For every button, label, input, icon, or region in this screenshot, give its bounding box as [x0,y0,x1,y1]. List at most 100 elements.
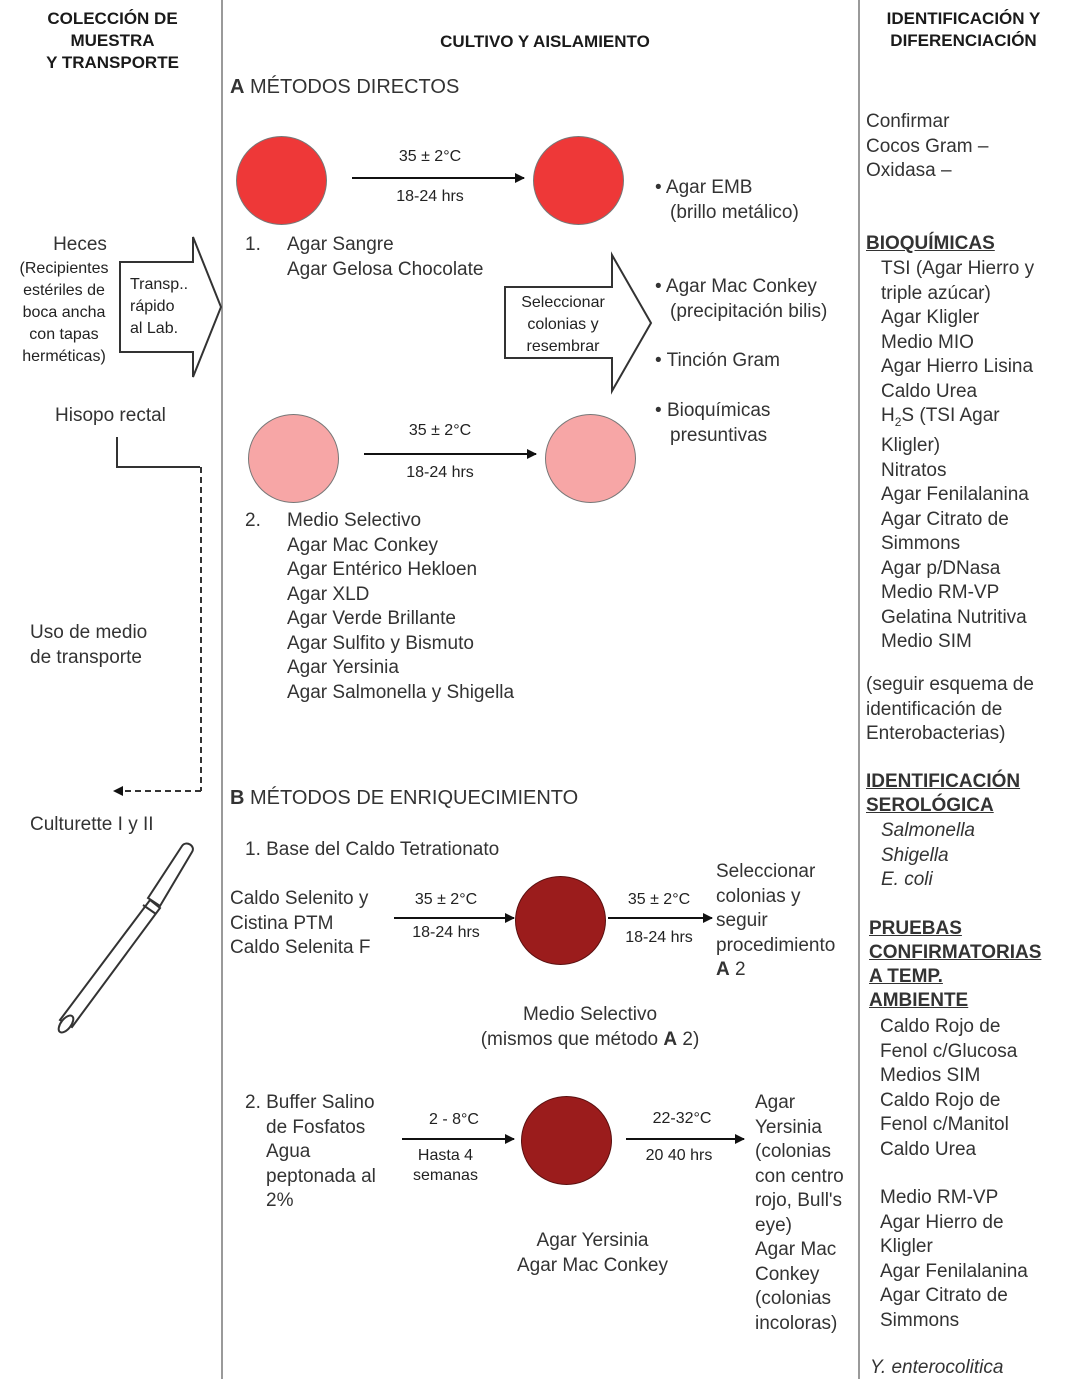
yersinia-label: Y. enterocolitica [870,1357,1004,1378]
header-identificacion: IDENTIFICACIÓN Y DIFERENCIACIÓN [866,8,1061,52]
conf-item: Caldo Rojo de [880,1089,1001,1111]
bullet-bioquimicas: • Bioquímicas presuntivas [655,399,770,448]
seguir-line: identificación de [866,698,1003,720]
arrow-a1-time: 18-24 hrs [396,188,464,205]
bioq-item: Agar Citrato de [881,508,1009,530]
serologica-title-line: SEROLÓGICA [866,795,994,816]
arrow-b1-first-temp: 35 ± 2°C [414,891,478,908]
bullet-gram: • Tinción Gram [655,350,780,371]
bullet-macconkey-detail: (precipitación bilis) [670,300,828,322]
b1-right-ref-letter: A [716,959,730,980]
hisopo-connector [116,437,200,468]
section-a-letter: A [230,76,245,98]
b2-right-line: incoloras) [755,1312,838,1334]
b1-under-note: (mismos que método A 2) [430,1028,750,1053]
bioq-item-h2s: H2S (TSI Agar [881,404,1034,434]
medio-transporte-line: de transporte [30,646,142,668]
b1-left-media: Caldo Selenito y Cistina PTM Caldo Selen… [230,887,370,961]
b2-right-line: Agar [755,1092,796,1113]
bullet-macconkey: • Agar Mac Conkey (precipitación bilis) [655,275,827,324]
a2-media-list: Medio Selectivo Agar Mac Conkey Agar Ent… [287,509,514,705]
transport-arrow-line: rápido [130,298,175,315]
bioq-item: Agar p/DNasa [881,557,1001,579]
b1-under-note-letter: A [663,1029,678,1050]
arrow-b2-first-time-line: semanas [413,1167,478,1184]
heces-detail-line: herméticas) [22,348,106,365]
serologica-title-line: IDENTIFICACIÓN [866,771,1021,792]
conf-item: Agar Fenilalanina [880,1260,1028,1282]
a2-media-item: Agar Entérico Hekloen [287,559,478,580]
arrow-b1-first-time: 18-24 hrs [412,924,480,941]
a2-media-item: Agar Yersinia [287,657,399,678]
heces-detail-line: boca ancha [22,304,106,321]
b1-under-note-post: 2) [677,1029,700,1050]
b2-left-line: 2% [266,1190,294,1211]
b2-right-line: eye) [755,1214,792,1236]
conf-item: Fenol c/Manitol [880,1114,1009,1135]
plate-a2-result [545,414,636,503]
confirmatorias-title-line: A TEMP. [869,966,943,987]
culturette-swab-icon [57,842,194,1034]
a1-media-list: Agar Sangre Agar Gelosa Chocolate [287,233,483,282]
b1-right-line: seguir [716,910,768,931]
a1-media-item: Agar Gelosa Chocolate [287,258,484,280]
header-coleccion: COLECCIÓN DE MUESTRA Y TRANSPORTE [10,8,215,74]
bioq-item: Agar Fenilalanina [881,484,1029,506]
b1-left-line: Cistina PTM [230,912,334,934]
bioquimicas-list: TSI (Agar Hierro y triple azúcar) Agar K… [881,257,1034,655]
transport-arrow-line: al Lab. [130,320,179,337]
b1-left-line: Caldo Selenito y [230,888,369,909]
medio-transporte-line: Uso de medio [30,622,148,643]
arrow-b2-first-time-line: Hasta 4 [417,1147,474,1164]
conf-item: Kligler [880,1236,933,1257]
heces-detail-line: (Recipientes [19,260,109,277]
confirmatorias-title: PRUEBAS CONFIRMATORIAS A TEMP. AMBIENTE [869,917,1041,1013]
b1-right-text: Seleccionar colonias y seguir procedimie… [716,860,835,983]
confirmatorias-title-line: CONFIRMATORIAS [869,942,1042,963]
select-block-arrow [504,251,653,395]
b2-right-text: Agar Yersinia (colonias con centro rojo,… [755,1091,844,1336]
bioq-item: triple azúcar) [881,282,991,304]
a1-number: 1. [245,234,261,255]
bioq-item: Medio MIO [881,331,974,353]
bullet-gram-text: Tinción Gram [666,350,780,371]
plate-b1 [515,876,606,965]
sero-item: E. coli [881,869,933,890]
confirmatorias-list: Caldo Rojo de Fenol c/Glucosa Medios SIM… [880,1015,1017,1162]
select-arrow-line: colonias y [527,316,599,333]
culturette-label: Culturette I y II [30,814,154,835]
serologica-list: Salmonella Shigella E. coli [881,819,975,893]
arrow-b1-second-temp: 35 ± 2°C [627,891,691,908]
header-identificacion-line: IDENTIFICACIÓN Y [886,9,1041,28]
heces-detail-line: estériles de [23,282,105,299]
arrow-b2-second-time: 20 40 hrs [645,1147,713,1164]
bullet-bioquimicas-detail: presuntivas [670,424,768,446]
bioq-item: Nitratos [881,459,947,481]
sero-item: Salmonella [881,820,975,841]
conf-item: Medios SIM [880,1065,981,1086]
header-coleccion-line: COLECCIÓN DE [47,9,178,28]
plate-b2 [521,1096,612,1185]
confirmar-block: Confirmar Cocos Gram – Oxidasa – [866,110,988,184]
b1-under-title: Medio Selectivo [522,1004,658,1025]
section-a-title: A MÉTODOS DIRECTOS [230,75,459,99]
plate-medio-selectivo [248,414,339,503]
conf-item: Agar Citrato de [880,1285,1008,1306]
bioq-item: Caldo Urea [881,380,978,402]
b2-right-line: (colonias [755,1141,832,1162]
conf-item: Agar Hierro de [880,1211,1004,1233]
conf-item: Caldo Rojo de [880,1016,1001,1037]
header-cultivo: CULTIVO Y AISLAMIENTO [440,32,650,51]
column-divider-left [221,0,223,1379]
b2-right-line: Yersinia [755,1116,822,1138]
b1-right-line: procedimiento [716,934,836,956]
a2-number: 2. [245,510,261,531]
section-a-title-text: MÉTODOS DIRECTOS [250,76,460,98]
b1-right-line: Seleccionar [716,861,816,882]
header-coleccion-line: Y TRANSPORTE [46,53,179,72]
bioq-item: Gelatina Nutritiva [881,606,1027,628]
select-arrow-line: Seleccionar [521,294,605,311]
sero-item: Shigella [881,844,949,866]
bullet-emb: • Agar EMB (brillo metálico) [655,176,799,225]
a2-media-item: Agar Salmonella y Shigella [287,681,515,703]
